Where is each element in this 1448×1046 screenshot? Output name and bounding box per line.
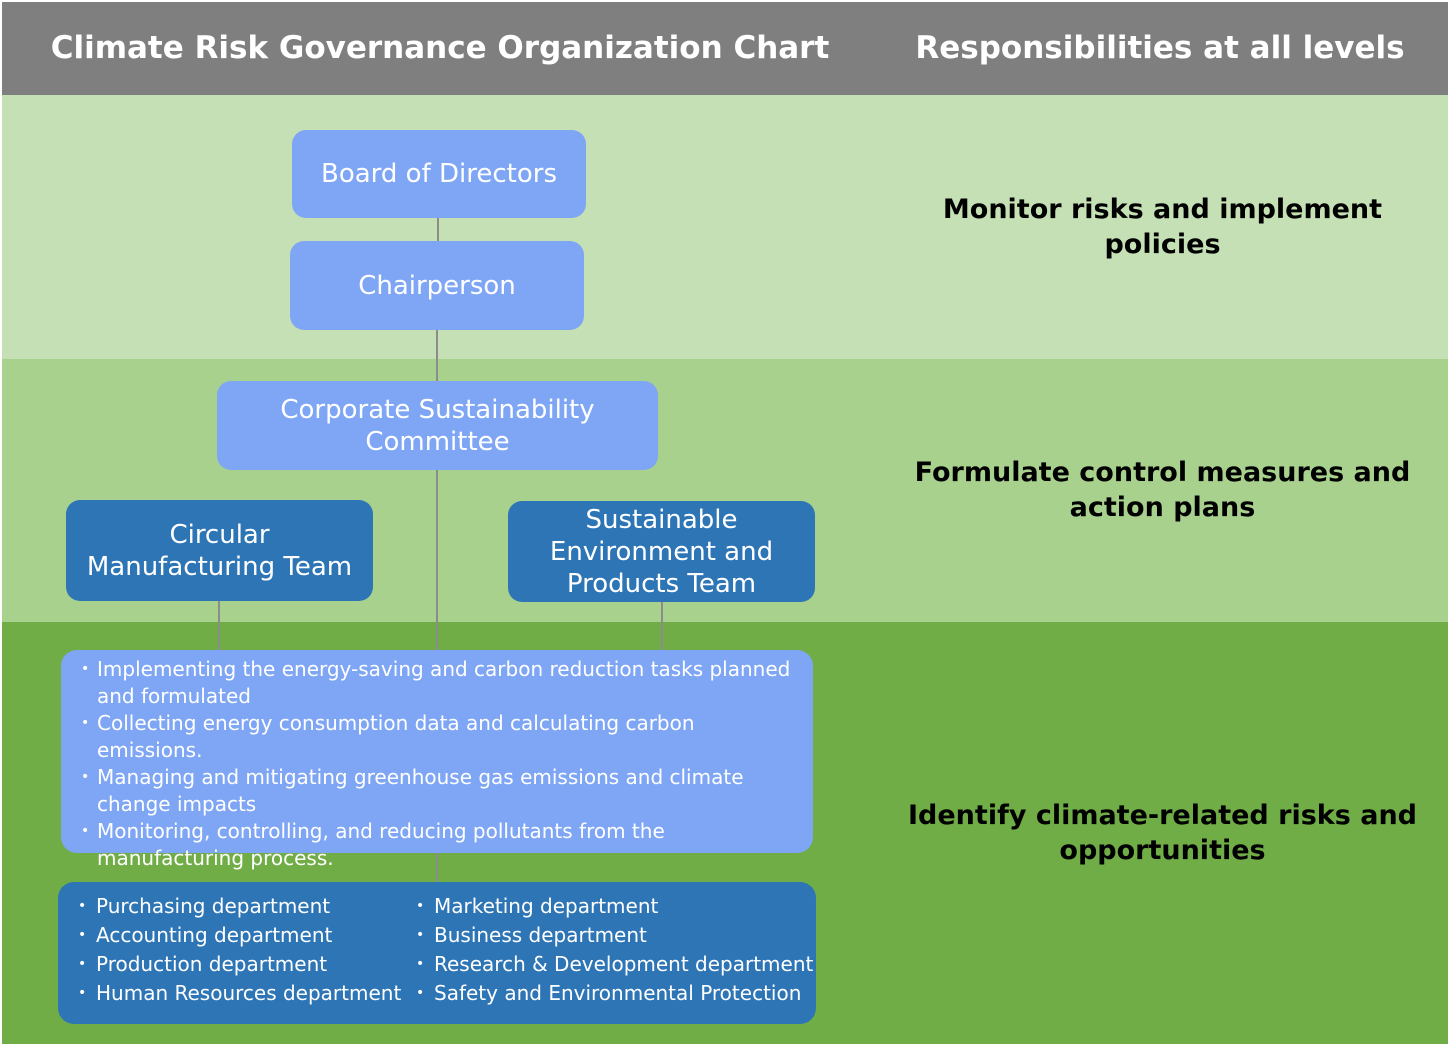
department-item: •Business department: [416, 921, 813, 950]
bullet-icon: •: [416, 898, 425, 914]
circular-manufacturing-team-node: Circular Manufacturing Team: [66, 500, 373, 601]
bullet-icon: •: [416, 985, 425, 1001]
header-bar: [2, 2, 1448, 95]
departments-box: •Purchasing department •Accounting depar…: [58, 882, 816, 1024]
bullet-icon: •: [78, 985, 87, 1001]
task-item: •Managing and mitigating greenhouse gas …: [81, 765, 744, 816]
task-item: •Implementing the energy-saving and carb…: [81, 657, 791, 708]
department-item: •Human Resources department: [78, 979, 401, 1008]
bullet-icon: •: [81, 715, 90, 731]
chairperson-node: Chairperson: [290, 241, 584, 330]
bullet-icon: •: [81, 661, 90, 677]
department-list-left: •Purchasing department •Accounting depar…: [78, 892, 401, 1008]
department-item: •Safety and Environmental Protection: [416, 979, 813, 1008]
responsibility-level-3: Identify climate-related risks and oppor…: [908, 800, 1417, 866]
bullet-icon: •: [78, 956, 87, 972]
bullet-icon: •: [78, 898, 87, 914]
department-item: •Research & Development department: [416, 950, 813, 979]
bullet-icon: •: [416, 956, 425, 972]
tasks-box: •Implementing the energy-saving and carb…: [61, 650, 813, 870]
circular-manufacturing-team-label: Circular Manufacturing Team: [86, 519, 353, 582]
board-of-directors-node: Board of Directors: [292, 130, 586, 218]
department-item: •Marketing department: [416, 892, 813, 921]
sustainability-committee-label: Corporate Sustainability Committee: [280, 394, 595, 457]
task-item: •Monitoring, controlling, and reducing p…: [81, 819, 665, 870]
bullet-icon: •: [81, 769, 90, 785]
chart-title: Climate Risk Governance Organization Cha…: [50, 30, 830, 66]
responsibility-level-2: Formulate control measures and action pl…: [914, 457, 1411, 523]
chairperson-label: Chairperson: [358, 270, 516, 301]
connector-sustainable-team: [661, 602, 663, 651]
department-item: •Accounting department: [78, 921, 401, 950]
sustainable-environment-team-label: Sustainable Environment and Products Tea…: [549, 504, 774, 599]
bullet-icon: •: [416, 927, 425, 943]
sustainable-environment-team-node: Sustainable Environment and Products Tea…: [508, 501, 815, 602]
connector-board-chair: [437, 218, 439, 242]
department-list-right: •Marketing department •Business departme…: [416, 892, 813, 1008]
connector-main-trunk: [436, 330, 438, 882]
bullet-icon: •: [78, 927, 87, 943]
responsibility-level-1: Monitor risks and implement policies: [942, 194, 1383, 260]
task-list: •Implementing the energy-saving and carb…: [81, 656, 795, 872]
level-band-1: [2, 95, 1448, 359]
bullet-icon: •: [81, 823, 90, 839]
sustainability-committee-node: Corporate Sustainability Committee: [217, 381, 658, 470]
connector-circular-team: [218, 601, 220, 651]
board-of-directors-label: Board of Directors: [321, 159, 557, 189]
task-item: •Collecting energy consumption data and …: [81, 711, 695, 762]
department-item: •Purchasing department: [78, 892, 401, 921]
department-item: •Production department: [78, 950, 401, 979]
responsibilities-title: Responsibilities at all levels: [915, 30, 1405, 66]
